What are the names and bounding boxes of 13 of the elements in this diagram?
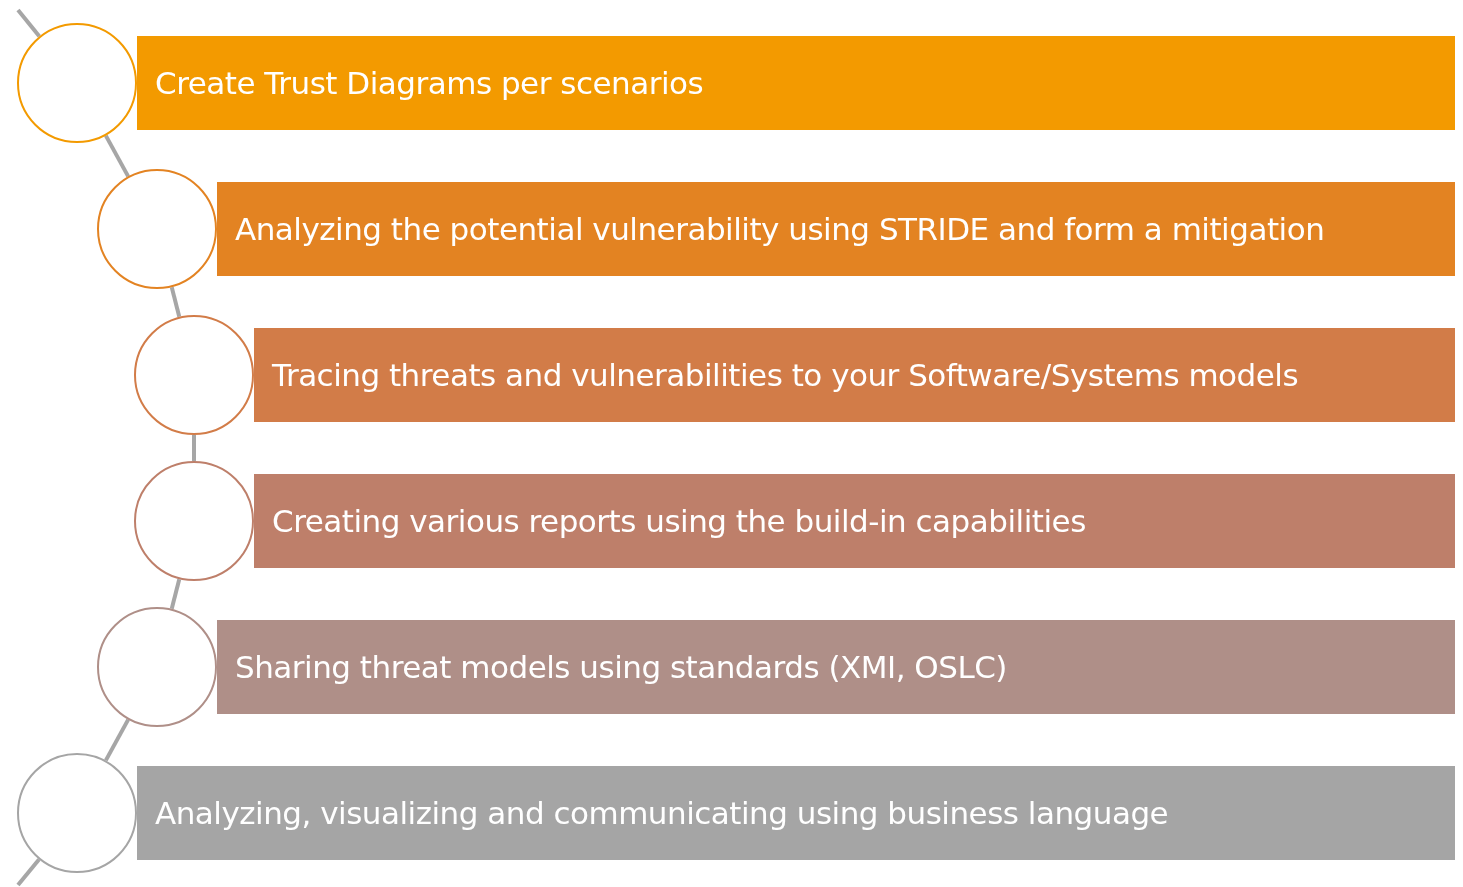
connector-line — [104, 718, 130, 762]
step-banner: Analyzing, visualizing and communicating using business language — [137, 766, 1455, 860]
connector-line — [104, 134, 130, 178]
connector-line — [16, 858, 41, 887]
step-banner: Analyzing the potential vulnerability using STRIDE and form a mitigation — [217, 182, 1455, 276]
step-banner: Sharing threat models using standards (XMI, OSLC) — [217, 620, 1455, 714]
connector-line — [192, 435, 196, 461]
connector-line — [169, 578, 182, 610]
step-banner: Creating various reports using the build-in capabilities — [254, 474, 1455, 568]
connector-line — [16, 8, 41, 38]
connector-line — [169, 286, 182, 318]
step-banner: Create Trust Diagrams per scenarios — [137, 36, 1455, 130]
step-banner: Tracing threats and vulnerabilities to your Software/Systems models — [254, 328, 1455, 422]
